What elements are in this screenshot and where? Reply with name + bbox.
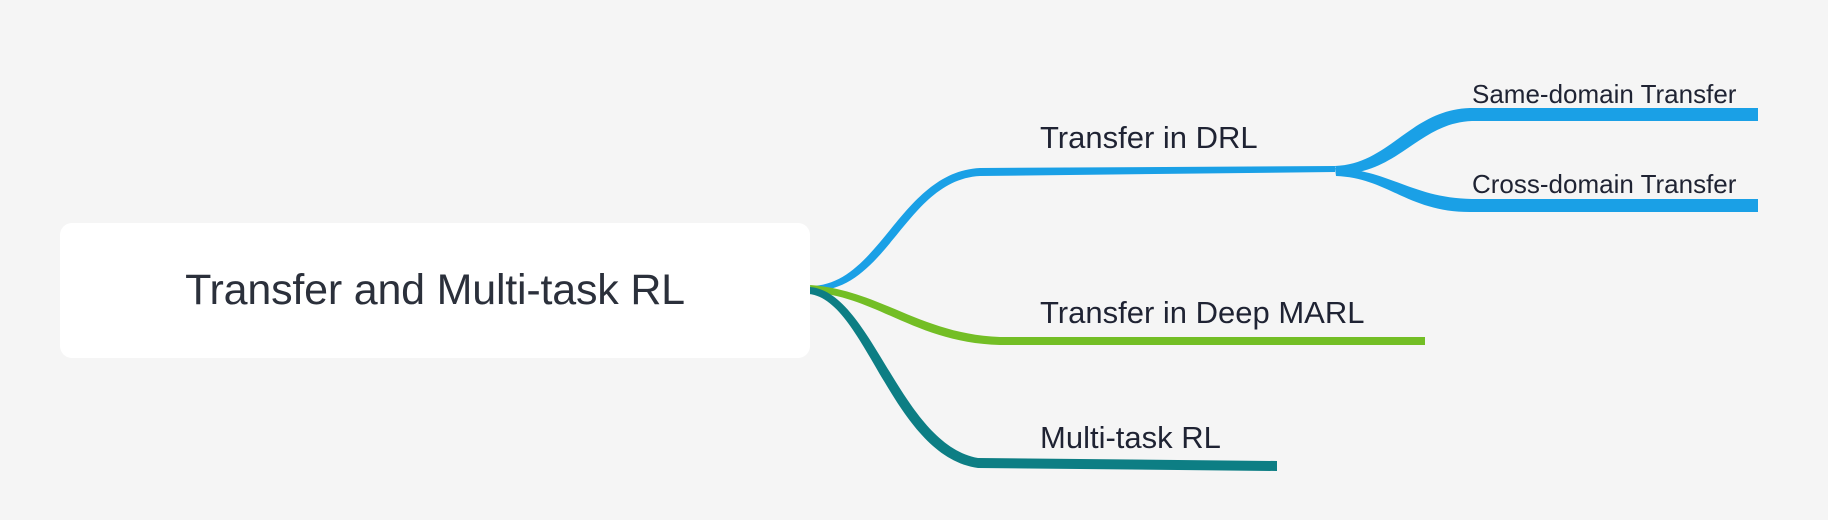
branch-path-multi-task-rl [809,287,1277,471]
root-node[interactable]: Transfer and Multi-task RL [60,223,810,358]
branch-label-cross-domain-transfer[interactable]: Cross-domain Transfer [1472,169,1737,199]
root-node-label: Transfer and Multi-task RL [185,266,685,314]
branch-label-transfer-in-drl[interactable]: Transfer in DRL [1040,120,1258,155]
branch-label-same-domain-transfer[interactable]: Same-domain Transfer [1472,79,1737,109]
branch-path-transfer-in-deep-marl [810,285,1425,345]
branch-path-same-domain-transfer [1335,108,1758,175]
branch-label-transfer-in-deep-marl[interactable]: Transfer in Deep MARL [1040,295,1365,330]
branch-label-multi-task-rl[interactable]: Multi-task RL [1040,420,1221,455]
branch-path-cross-domain-transfer [1335,168,1758,212]
branch-path-transfer-in-drl [810,166,1335,292]
